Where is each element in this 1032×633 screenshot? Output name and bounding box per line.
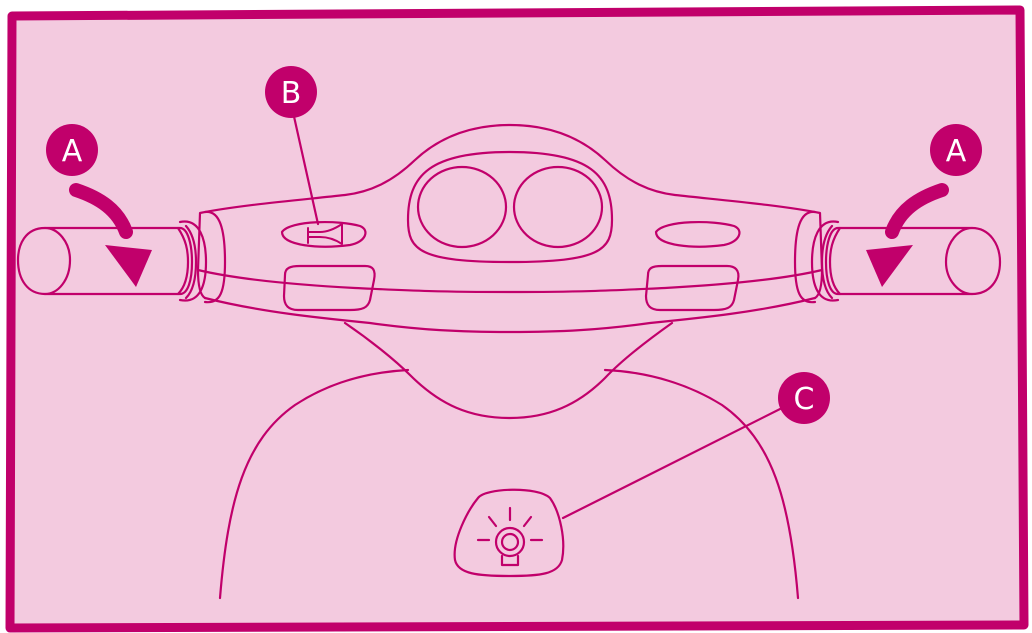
left-gauge <box>416 165 508 249</box>
light-switch-pod <box>453 488 565 578</box>
cowling-lower-lip <box>203 296 817 334</box>
badge-horn: B <box>265 66 317 118</box>
badge-throttle-left-label: A <box>62 134 83 169</box>
panel-frame <box>5 5 1029 633</box>
body-right-line <box>603 368 800 600</box>
badge-throttle-left: A <box>46 124 98 176</box>
left-lower-switch <box>282 264 376 312</box>
light-bulb-icon <box>476 506 544 567</box>
right-gauge <box>512 165 604 249</box>
badge-light: C <box>778 372 830 424</box>
horn-button <box>280 220 367 248</box>
curved-arrow-right <box>866 183 949 287</box>
left-switch-housing <box>203 210 227 304</box>
right-grip-collar <box>810 220 842 302</box>
left-grip-collar <box>176 220 208 302</box>
right-switch-housing <box>793 210 817 304</box>
badge-light-label: C <box>794 382 815 417</box>
right-grip-body <box>824 226 974 296</box>
steering-neck <box>343 321 674 420</box>
instrument-cluster-housing <box>406 150 614 264</box>
right-lower-switch <box>644 264 740 312</box>
curved-arrow-left <box>69 183 152 287</box>
right-switch-pod <box>654 220 741 248</box>
leader-line-horn <box>291 110 320 226</box>
leader-line-light <box>561 402 792 520</box>
left-grip-body <box>43 226 194 296</box>
horn-icon <box>307 223 343 245</box>
badge-throttle-right-label: A <box>946 134 967 169</box>
body-left-line <box>218 368 410 600</box>
left-grip-end-cap <box>16 226 47 296</box>
badge-throttle-right: A <box>930 124 982 176</box>
handlebar-cowling <box>196 123 824 294</box>
badge-horn-label: B <box>281 76 302 111</box>
right-grip-end-cap <box>970 226 1002 296</box>
